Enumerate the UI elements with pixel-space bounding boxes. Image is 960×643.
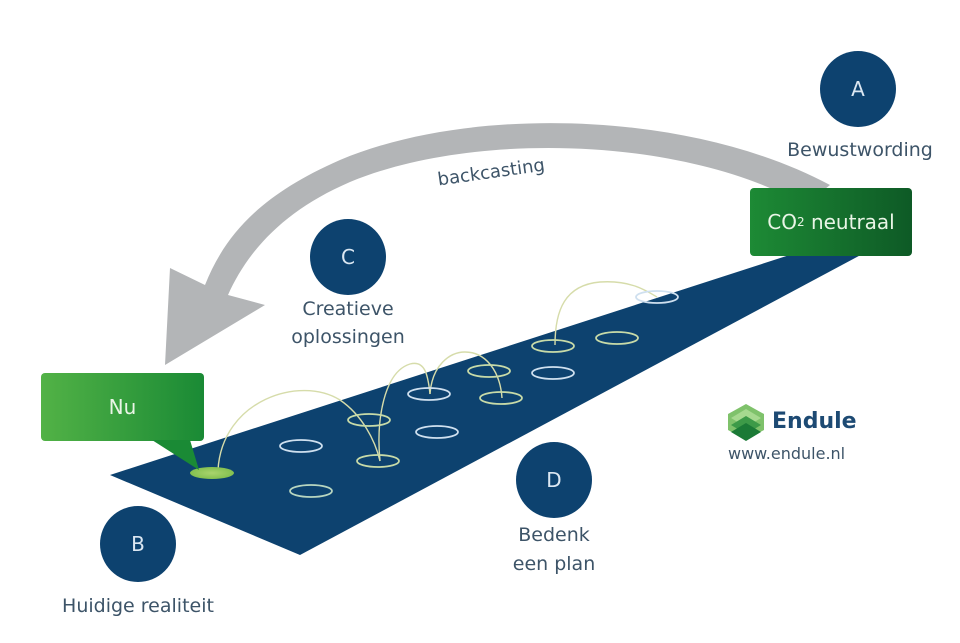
stone	[407, 387, 451, 401]
step-d-label-line1: Bedenk	[518, 524, 590, 546]
stone	[531, 366, 575, 380]
step-b-label: Huidige realiteit	[62, 595, 214, 617]
stone	[289, 484, 333, 498]
brand-url[interactable]: www.endule.nl	[728, 444, 846, 463]
co2-label-suffix: neutraal	[804, 210, 895, 234]
step-c-circle: C	[310, 219, 386, 295]
stone	[356, 454, 400, 468]
stone	[415, 425, 459, 439]
step-c-label-line2: oplossingen	[291, 326, 405, 348]
step-a-letter: A	[851, 77, 865, 101]
endule-logo-icon	[728, 404, 764, 441]
step-b-circle: B	[100, 506, 176, 582]
nu-callout	[41, 373, 204, 470]
stone	[531, 339, 575, 353]
start-spot	[190, 467, 234, 479]
co2-label-sub: 2	[796, 215, 805, 229]
backcasting-label: backcasting	[436, 155, 546, 191]
backcasting-arrow	[165, 123, 830, 365]
stone	[595, 331, 639, 345]
nu-label: Nu	[108, 395, 137, 419]
stone	[279, 439, 323, 453]
step-a-label: Bewustwording	[787, 139, 933, 161]
step-d-circle: D	[516, 442, 592, 518]
step-d-label-line2: een plan	[512, 553, 596, 575]
nu-box: Nu	[41, 373, 204, 441]
stone	[635, 290, 679, 304]
brand-name: Endule	[772, 409, 857, 434]
co2-box-bg	[750, 188, 912, 256]
stepping-stones	[279, 290, 679, 498]
stone	[467, 364, 511, 378]
co2-label-prefix: CO	[767, 210, 797, 234]
step-c-letter: C	[341, 245, 355, 269]
step-a-circle: A	[820, 51, 896, 127]
step-d-letter: D	[546, 468, 562, 492]
stone	[479, 391, 523, 405]
stone	[347, 413, 391, 427]
step-b-letter: B	[131, 532, 145, 556]
step-c-label-line1: Creatieve	[302, 298, 394, 320]
